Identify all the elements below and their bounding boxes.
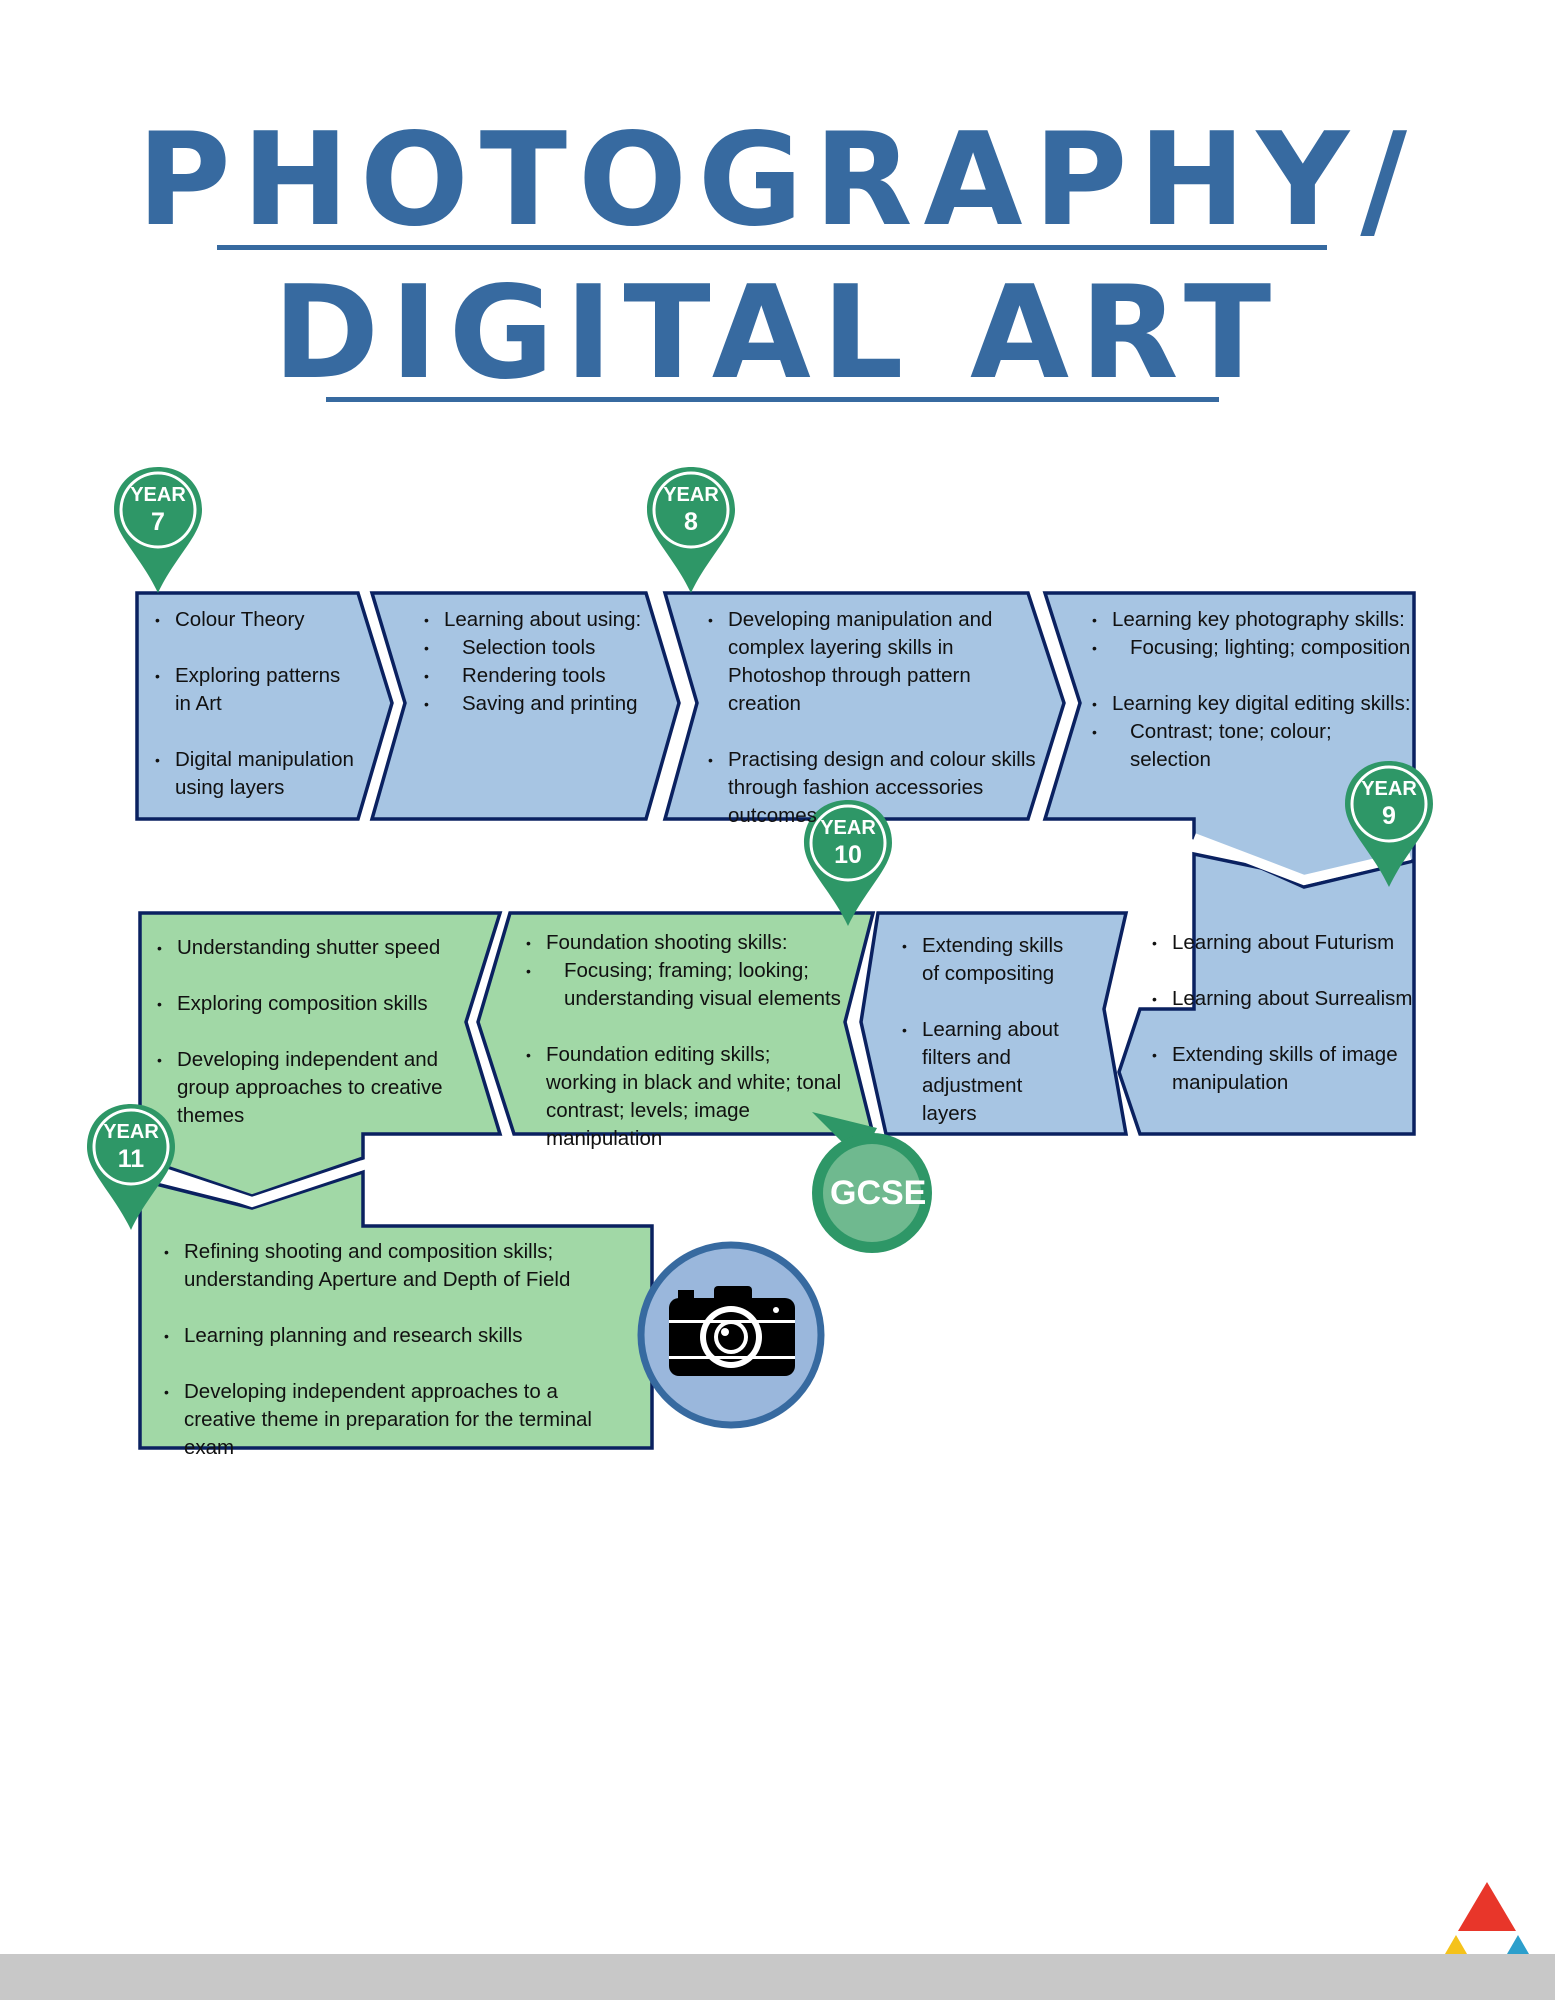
list-item: Learning planning and research skills bbox=[164, 1322, 634, 1350]
title-underline-2 bbox=[326, 397, 1219, 402]
year-9-box: Learning about Futurism Learning about S… bbox=[1152, 929, 1414, 1097]
list-item: Saving and printing bbox=[424, 690, 654, 718]
camera-icon bbox=[637, 1241, 825, 1429]
title-line-1: PHOTOGRAPHY/ bbox=[137, 106, 1418, 255]
list-item: Developing independent and group approac… bbox=[157, 1046, 447, 1130]
list-item: Understanding shutter speed bbox=[157, 934, 447, 962]
list-item: Foundation shooting skills: bbox=[526, 929, 844, 957]
list-item: Selection tools bbox=[424, 634, 654, 662]
year-7-number: 7 bbox=[151, 508, 165, 536]
list-item: Exploring composition skills bbox=[157, 990, 447, 1018]
list-item: Learning about filters and adjustment la… bbox=[902, 1016, 1082, 1128]
year-11-number: 11 bbox=[117, 1145, 145, 1173]
list-item: Rendering tools bbox=[424, 662, 654, 690]
list-item: Developing independent approaches to a c… bbox=[164, 1378, 634, 1462]
list-item: Extending skills of image manipulation bbox=[1152, 1041, 1414, 1097]
list-item: Foundation editing skills; working in bl… bbox=[526, 1041, 844, 1153]
list-item: Practising design and colour skills thro… bbox=[708, 746, 1048, 830]
year-7-box: Colour Theory Exploring patterns in Art … bbox=[155, 606, 355, 802]
skills-box: Learning key photography skills: Focusin… bbox=[1092, 606, 1412, 774]
list-item: Learning about Futurism bbox=[1152, 929, 1414, 957]
year-9-label: YEAR bbox=[1361, 778, 1417, 800]
list-item: Extending skills of compositing bbox=[902, 932, 1082, 988]
year-9-number: 9 bbox=[1382, 802, 1396, 830]
list-item: Focusing; framing; looking; understandin… bbox=[526, 957, 844, 1013]
list-item: Focusing; lighting; composition bbox=[1092, 634, 1412, 662]
list-item: Exploring patterns in Art bbox=[155, 662, 355, 718]
list-item: Contrast; tone; colour; selection bbox=[1092, 718, 1350, 774]
learning-using-box: Learning about using: Selection tools Re… bbox=[424, 606, 654, 718]
footer-bar bbox=[0, 1954, 1555, 2000]
year-11-box: Refining shooting and composition skills… bbox=[164, 1238, 634, 1462]
year-7-label: YEAR bbox=[130, 484, 186, 506]
list-item: Colour Theory bbox=[155, 606, 355, 634]
compositing-box: Extending skills of compositing Learning… bbox=[902, 932, 1082, 1128]
list-item: Refining shooting and composition skills… bbox=[164, 1238, 634, 1294]
year-11-label: YEAR bbox=[103, 1121, 159, 1143]
list-item: Learning key digital editing skills: bbox=[1092, 690, 1412, 718]
list-item: Learning about using: bbox=[424, 606, 654, 634]
year-10-number: 10 bbox=[834, 841, 862, 869]
list-item: Digital manipulation using layers bbox=[155, 746, 355, 802]
year-8-box: Developing manipulation and complex laye… bbox=[708, 606, 1048, 830]
title-line-2: DIGITAL ART bbox=[272, 259, 1283, 408]
year-8-label: YEAR bbox=[663, 484, 719, 506]
list-item: Developing manipulation and complex laye… bbox=[708, 606, 1048, 718]
list-item: Learning about Surrealism bbox=[1152, 985, 1414, 1013]
year-8-number: 8 bbox=[684, 508, 698, 536]
list-item: Learning key photography skills: bbox=[1092, 606, 1412, 634]
year-10b-box: Understanding shutter speed Exploring co… bbox=[157, 934, 447, 1130]
year-10-box: Foundation shooting skills: Focusing; fr… bbox=[526, 929, 844, 1153]
gcse-label: GCSE bbox=[830, 1174, 927, 1212]
title-underline-1 bbox=[217, 245, 1327, 250]
